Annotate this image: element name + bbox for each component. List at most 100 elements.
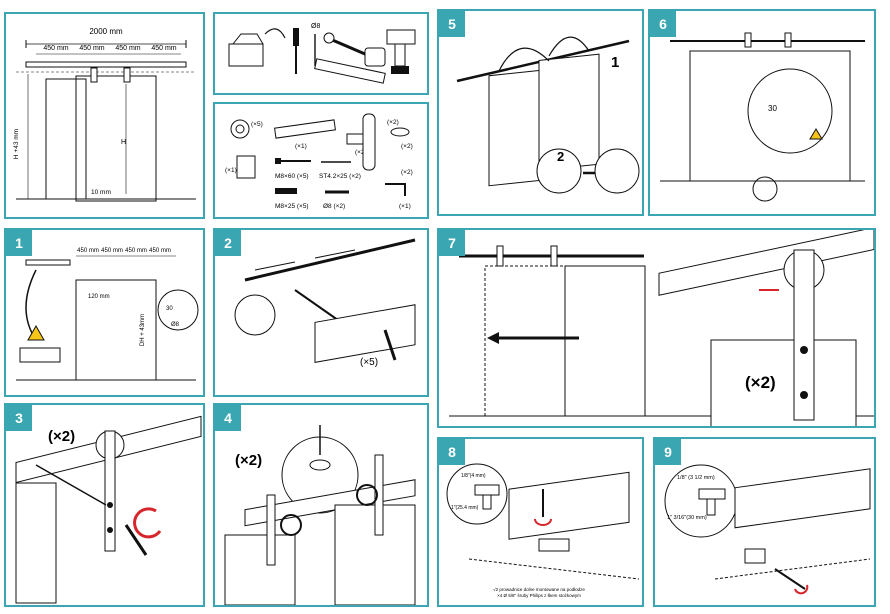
qty-connector: (×1): [295, 143, 307, 150]
segment-label-3: 450 mm: [115, 45, 140, 52]
step-5-panel: 5 1 2: [437, 9, 644, 216]
rotation-arrow-icon: [133, 507, 162, 539]
warning-icon: [809, 128, 823, 140]
screwdriver-icon: [293, 28, 299, 74]
step-9-drawing: 1/8" (3 1/2 mm) 1" 3/16"(30 mm): [664, 464, 871, 595]
wrench-icon: [383, 329, 397, 361]
step-8-drawing: 1/8"(4 mm) 1"(25.4 mm) √2 prowadnice dol…: [446, 463, 640, 598]
step-9-panel: 9 1/8" (3 1/2 mm) 1" 3/16"(30 mm): [653, 437, 876, 607]
segment-label-4: 450 mm: [151, 45, 176, 52]
overview-panel: 2000 mm 450 mm 450 mm 450 mm 450 mm H +4…: [4, 12, 205, 219]
step-5-label-2: 2: [557, 149, 564, 164]
gap-label: 10 mm: [91, 189, 111, 196]
step-2-drawing: (×5): [234, 238, 416, 368]
step-5-label-1: 1: [611, 54, 619, 71]
s8-bit-top: 1/8"(4 mm): [461, 473, 486, 479]
step-7-count: (×2): [745, 373, 776, 392]
arrow-left-icon: [487, 332, 499, 344]
step-2-count: (×5): [360, 357, 378, 368]
short-bolt-icon: [275, 188, 297, 194]
guide-bracket-icon: [346, 133, 366, 145]
step-7-drawing: (×2): [449, 230, 874, 426]
overview-drawing: 2000 mm 450 mm 450 mm 450 mm 450 mm H +4…: [13, 27, 196, 202]
step-7-badge: 7: [439, 230, 465, 256]
wrench-icon: [124, 524, 148, 556]
step-6-drawing: 30: [660, 32, 865, 202]
qty-wheel-stop: (×5): [251, 121, 263, 128]
step-5-drawing: 1 2: [456, 36, 640, 194]
s8-note-line1: √2 prowadnice dolne montowane na podłodz…: [493, 587, 585, 592]
height-label: H +43 mm: [13, 129, 20, 159]
step-6-badge: 6: [650, 11, 676, 37]
parts-panel: (×5) (×1) (×2) (×2) (×1) M8×60 (×5) ST4.…: [213, 102, 429, 219]
s9-bit-side: 1" 3/16"(30 mm): [667, 515, 707, 521]
s1-segment-4: 450 mm: [149, 248, 171, 254]
rotation-arrow-icon: [794, 584, 809, 595]
step-2-panel: 2 (×5): [213, 228, 429, 397]
spacer-block-icon: [236, 155, 256, 179]
rotation-arrow-icon: [534, 518, 552, 526]
toolbox-icon: [228, 33, 264, 67]
s1-segment-2: 450 mm: [101, 248, 123, 254]
tools-panel: Ø8: [213, 12, 429, 95]
step-7-panel: 7 (×2): [437, 228, 876, 428]
screw-c-label: M8×25 (×5): [275, 203, 309, 210]
step-9-badge: 9: [655, 439, 681, 465]
qty-extra: (×2): [401, 169, 413, 176]
cordless-drill-icon: [386, 29, 416, 74]
spirit-level-icon: [314, 58, 386, 84]
connector-plate-icon: [274, 119, 336, 139]
s9-bit-top: 1/8" (3 1/2 mm): [677, 475, 715, 481]
cordless-drill-icon: [698, 488, 726, 516]
step-3-drawing: (×2): [15, 415, 202, 604]
step-8-panel: 8 1/8"(4 mm) 1"(25.4 mm) √2 prowadnice d…: [437, 437, 644, 607]
step-8-badge: 8: [439, 439, 465, 465]
floor-stop-icon: [390, 127, 410, 137]
tape-measure-icon: [364, 47, 386, 67]
s1-drill-dia: Ø8: [171, 322, 180, 328]
tools-drawing: Ø8: [228, 23, 416, 84]
bolt-icon: [275, 158, 311, 164]
step-5-badge: 5: [439, 11, 465, 37]
parts-drawing: (×5) (×1) (×2) (×2) (×1) M8×60 (×5) ST4.…: [225, 113, 413, 210]
s1-segment-1: 450 mm: [77, 248, 99, 254]
dowel-label: Ø8 (×2): [323, 203, 345, 210]
s1-offset: 120 mm: [88, 294, 110, 300]
step-1-panel: 1 450 mm 450 mm 450 mm 450 mm 120 mm DH …: [4, 228, 205, 397]
step-6-depth: 30: [768, 104, 777, 113]
screw-b-label: ST4.2×25 (×2): [319, 173, 361, 180]
s8-bit-side: 1"(25.4 mm): [451, 505, 479, 511]
step-4-count: (×2): [235, 452, 262, 469]
step-4-panel: 4 (×2): [213, 403, 429, 607]
step-1-badge: 1: [6, 230, 32, 256]
screw-a-label: M8×60 (×5): [275, 173, 309, 180]
qty-hex-key: (×1): [399, 203, 411, 210]
wrench-icon: [323, 32, 366, 56]
qty-floor-stop: (×2): [387, 119, 399, 126]
s1-height: DH + 43mm: [140, 314, 146, 346]
h-label: H: [121, 139, 126, 146]
step-3-count: (×2): [48, 428, 75, 445]
step-3-badge: 3: [6, 405, 32, 431]
s1-segment-3: 450 mm: [125, 248, 147, 254]
step-2-badge: 2: [215, 230, 241, 256]
step-1-drawing: 450 mm 450 mm 450 mm 450 mm 120 mm DH + …: [16, 248, 199, 381]
step-3-panel: 3 (×2): [4, 403, 205, 607]
segment-label-1: 450 mm: [43, 45, 68, 52]
hex-key-icon: [385, 183, 406, 196]
total-width-label: 2000 mm: [89, 27, 123, 36]
hanger-icon: [362, 113, 376, 171]
segment-label-2: 450 mm: [79, 45, 104, 52]
s1-depth: 30: [166, 306, 173, 312]
drill-bit-label: Ø8: [311, 23, 320, 30]
qty-spacer: (×1): [225, 167, 237, 174]
qty-guide: (×2): [355, 149, 367, 156]
step-6-panel: 6 30: [648, 9, 876, 216]
warning-icon: [27, 324, 45, 341]
step-4-badge: 4: [215, 405, 241, 431]
qty-floor-screw: (×2): [401, 143, 413, 150]
wheel-stop-icon: [230, 119, 250, 139]
s8-note-line2: ×4 Ø 5/8" śruby Philips z łbem stożkowym: [497, 593, 581, 598]
step-4-drawing: (×2): [224, 425, 416, 605]
screwdriver-icon: [774, 568, 806, 590]
